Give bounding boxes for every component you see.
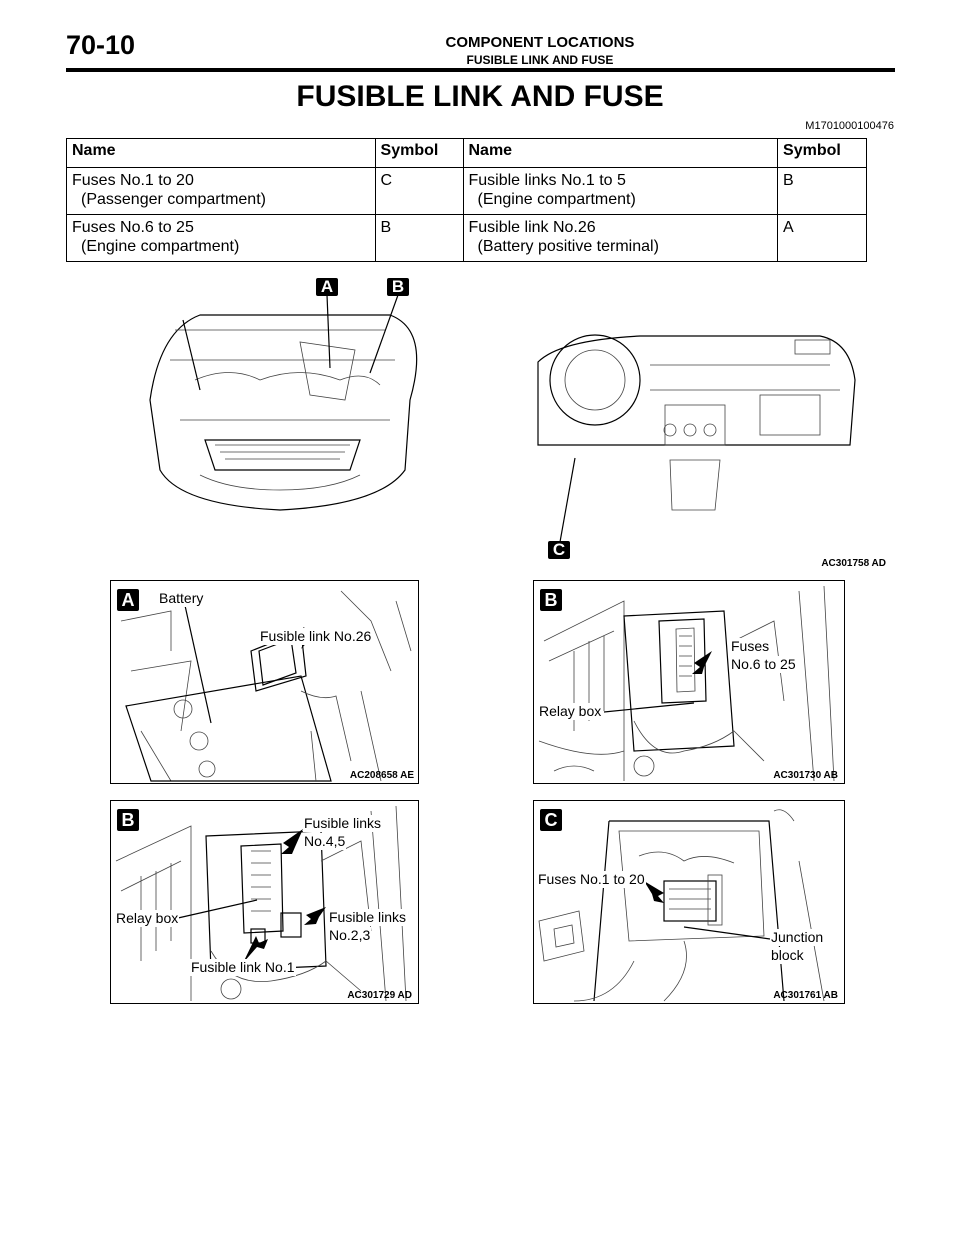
detail-panel-b-fuses: B Fuses No.6 to 25 Relay box AC301730 AB [533,580,845,784]
panel-tag-b: B [540,589,562,611]
fusible-links-drawing [115,805,407,1002]
page-number: 70-10 [66,30,136,60]
component-name: Fuses No.1 to 20 [72,172,194,189]
subsection-title: FUSIBLE LINK AND FUSE [466,53,614,67]
battery-drawing [120,590,412,782]
component-location: (Battery positive terminal) [477,238,659,255]
fuses-label-line1: Fuses [730,638,771,655]
fuses-label-line2: No.6 to 25 [730,656,797,673]
header-symbol-1: Symbol [374,138,464,168]
header-name-2: Name [462,138,779,168]
table-cell: Fuses No.1 to 20 (Passenger compartment) [66,167,376,215]
detail-panel-b-fusible-links: B Fusible links No.4,5 Relay box Fusible… [110,800,419,1004]
fusible-links-23-line1: Fusible links [328,909,408,926]
component-location: (Passenger compartment) [81,191,266,208]
junction-label-line1: Junction [770,929,825,946]
symbol-cell: B [777,167,867,215]
fuses-1-20-label: Fuses No.1 to 20 [537,871,646,888]
symbol-cell: A [777,214,867,262]
fusible-links-45-line1: Fusible links [303,815,383,832]
fusible-link-1-label: Fusible link No.1 [190,959,296,976]
detail-panel-c: C Fuses No.1 to 20 Junction block AC3017… [533,800,845,1004]
location-tag-a: A [316,278,338,296]
relay-box-label: Relay box [538,703,603,720]
relay-box-label: Relay box [115,910,180,927]
table-cell: Fuses No.6 to 25 (Engine compartment) [66,214,376,262]
component-table: Name Symbol Name Symbol Fuses No.1 to 20… [66,138,867,262]
figure-reference: AC301761 AB [773,990,838,1001]
junction-label-line2: block [770,947,805,964]
document-code: M1701000100476 [805,120,894,132]
component-location: (Engine compartment) [477,191,636,208]
vehicle-overview-drawing [149,294,856,543]
table-cell: Fusible links No.1 to 5 (Engine compartme… [462,167,779,215]
table-cell: Fusible link No.26 (Battery positive term… [462,214,779,262]
header-name-1: Name [66,138,376,168]
panel-tag-c: C [540,809,562,831]
detail-panel-a: A Battery Fusible link No.26 AC208658 AE [110,580,419,784]
fusible-links-45-line2: No.4,5 [303,833,347,850]
symbol-cell: C [374,167,464,215]
component-name: Fuses No.6 to 25 [72,219,194,236]
table-row: Fuses No.6 to 25 (Engine compartment) B F… [66,214,867,262]
component-name: Fusible links No.1 to 5 [468,172,626,189]
symbol-cell: B [374,214,464,262]
header-symbol-2: Symbol [777,138,867,168]
figure-reference: AC301730 AB [773,770,838,781]
figure-reference: AC301758 AD [821,558,886,569]
table-row: Fuses No.1 to 20(Passenger compartment) … [66,167,867,215]
component-location: (Engine compartment) [81,238,240,255]
header-rule [66,68,895,72]
location-tag-b: B [387,278,409,296]
junction-block-drawing [538,809,825,1002]
fusible-link-26-label: Fusible link No.26 [259,628,373,645]
relay-box-drawing [538,585,835,782]
fusible-links-23-line2: No.2,3 [328,927,372,944]
figure-reference: AC208658 AE [349,770,414,781]
section-title: COMPONENT LOCATIONS [445,34,635,51]
battery-label: Battery [158,590,205,607]
panel-tag-a: A [117,589,139,611]
figure-reference: AC301729 AD [347,990,412,1001]
table-header-row: Name Symbol Name Symbol [66,138,867,168]
page-title: FUSIBLE LINK AND FUSE [296,80,664,113]
location-tag-c: C [548,541,570,559]
panel-tag-b: B [117,809,139,831]
overview-illustration: A B C AC301758 AD [0,270,960,580]
component-name: Fusible link No.26 [468,219,596,236]
